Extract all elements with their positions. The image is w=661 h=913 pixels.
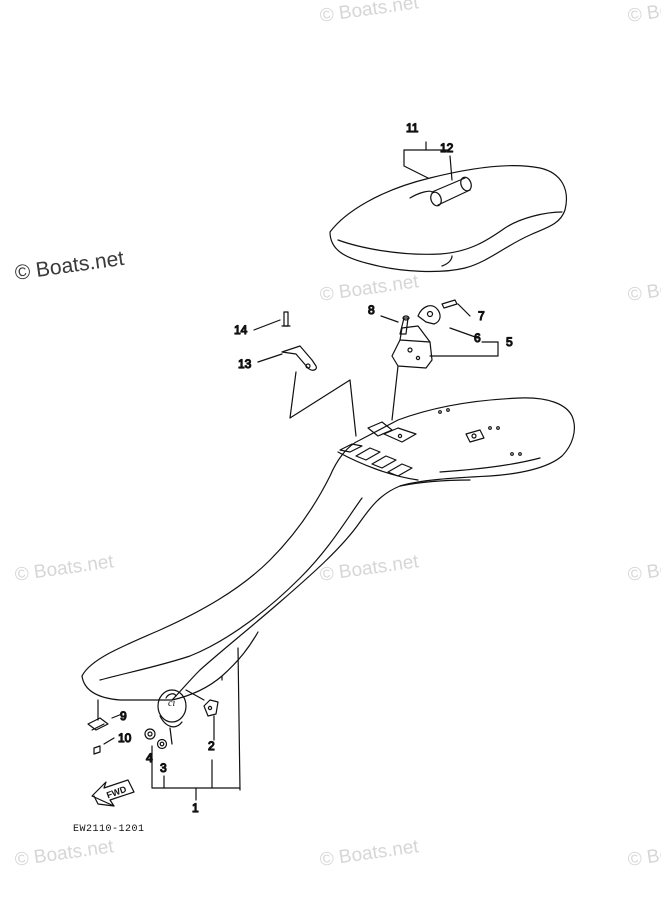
callout-6: 6 xyxy=(474,331,481,345)
callout-12: 12 xyxy=(440,141,454,155)
callout-1: 1 xyxy=(192,801,199,815)
callout-13: 13 xyxy=(238,357,252,371)
callout-4: 4 xyxy=(146,751,153,765)
leader-line xyxy=(151,745,241,789)
seat-lock-rod xyxy=(253,311,357,437)
callout-2: 2 xyxy=(208,739,215,753)
callout-10: 10 xyxy=(118,731,132,745)
callout-14: 14 xyxy=(234,323,248,337)
callout-7: 7 xyxy=(478,309,485,323)
callout-11: 11 xyxy=(406,121,419,135)
svg-text:ci: ci xyxy=(168,698,175,709)
fwd-arrow-icon xyxy=(91,779,135,807)
callout-3: 3 xyxy=(160,761,167,775)
diagram-code: EW2110-1201 xyxy=(73,824,145,835)
callout-8: 8 xyxy=(368,303,375,317)
callout-9: 9 xyxy=(120,709,127,723)
seat-latch-assembly xyxy=(380,299,499,421)
callout-5: 5 xyxy=(506,335,513,349)
leader-line xyxy=(403,149,429,179)
seat-part xyxy=(329,165,567,273)
front-hinge: ci xyxy=(87,689,219,755)
main-seat-base xyxy=(81,397,575,791)
leader-line xyxy=(449,155,453,181)
